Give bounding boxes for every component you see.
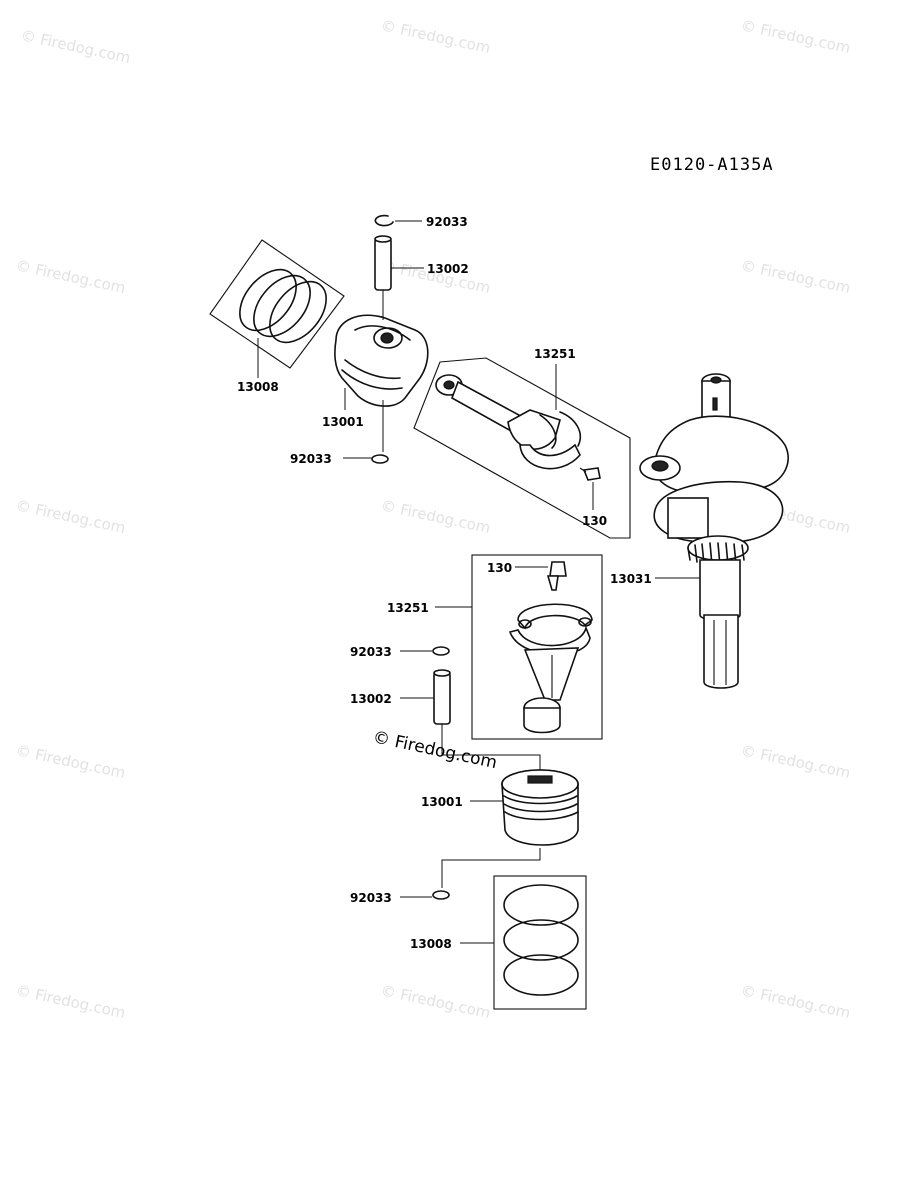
callout-piston-top: 13001 — [322, 415, 364, 429]
watermark: © Firedog.com — [739, 16, 852, 57]
watermark: © Firedog.com — [739, 981, 852, 1022]
connecting-rod-lower[interactable]: 13251 — [387, 554, 603, 740]
callout-snap-ring-bottom: 92033 — [350, 891, 392, 905]
watermark: © Firedog.com — [379, 16, 492, 57]
callout-snap-ring-top: 92033 — [426, 215, 468, 229]
watermark: © Firedog.com — [14, 741, 127, 782]
callout-snap-ring-mid: 92033 — [290, 452, 332, 466]
callout-rod-assembly-lower: 13251 — [387, 601, 429, 615]
snap-ring-top[interactable]: 92033 — [374, 214, 468, 229]
piston-lower[interactable]: 13001 — [421, 769, 579, 846]
bolt-lower[interactable]: 130 — [487, 561, 567, 591]
watermark: © Firedog.com — [739, 741, 852, 782]
watermark-center: © Firedog.com — [371, 727, 499, 773]
watermark: © Firedog.com — [379, 981, 492, 1022]
snap-ring-bottom[interactable]: 92033 — [350, 890, 450, 905]
piston-pin-lower[interactable]: 13002 — [350, 669, 451, 725]
callout-ring-set-left: 13008 — [237, 380, 279, 394]
watermark: © Firedog.com — [19, 26, 132, 67]
callout-bolt-upper: 130 — [582, 514, 607, 528]
crankshaft[interactable]: 13031 — [610, 373, 789, 689]
watermark: © Firedog.com — [14, 256, 127, 297]
watermark: © Firedog.com — [14, 496, 127, 537]
piston-pin-top[interactable]: 13002 — [374, 235, 469, 291]
snap-ring-mid[interactable]: 92033 — [290, 452, 389, 466]
callout-rod-assembly-upper: 13251 — [534, 347, 576, 361]
callout-snap-ring-lower: 92033 — [350, 645, 392, 659]
piston-top[interactable]: 13001 — [322, 314, 429, 429]
callout-crankshaft: 13031 — [610, 572, 652, 586]
watermark: © Firedog.com — [14, 981, 127, 1022]
piston-ring-set-left[interactable]: 13008 — [209, 239, 345, 394]
diagram-code: E0120-A135A — [650, 155, 774, 175]
callout-ring-set-bottom: 13008 — [410, 937, 452, 951]
snap-ring-lower[interactable]: 92033 — [350, 645, 450, 659]
callout-bolt-lower: 130 — [487, 561, 512, 575]
watermark: © Firedog.com — [379, 496, 492, 537]
piston-ring-set-bottom[interactable]: 13008 — [410, 875, 587, 1010]
watermark: © Firedog.com — [739, 256, 852, 297]
callout-piston-pin-lower: 13002 — [350, 692, 392, 706]
callout-piston-lower: 13001 — [421, 795, 463, 809]
connecting-rod-upper[interactable]: 13251 130 — [413, 347, 631, 539]
callout-piston-pin-top: 13002 — [427, 262, 469, 276]
